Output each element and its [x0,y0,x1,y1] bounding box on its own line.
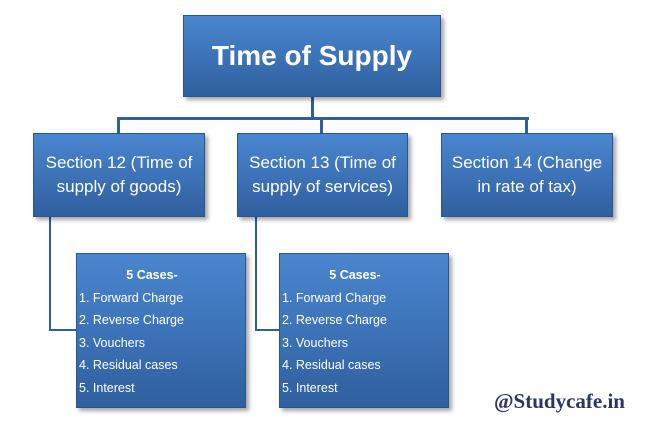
section-12-box: Section 12 (Time of supply of goods) [33,133,205,217]
cases-heading: 5 Cases- [126,268,178,282]
case-item: 2. Reverse Charge [79,313,184,327]
section-label: Section 12 (Time of supply of goods) [45,153,193,196]
case-item: 1. Forward Charge [79,290,184,305]
watermark: @Studycafe.in [494,389,625,413]
case-item: 5. Interest [79,380,135,395]
case-item: 3. Vouchers [282,335,349,350]
section-label: Section 14 (Change in rate of tax) [451,153,603,196]
section-label: Section 13 (Time of supply of services) [249,153,396,196]
time-of-supply-box: Time of Supply [183,15,441,97]
case-item: 1. Forward Charge [282,290,387,305]
section-14-box: Section 14 (Change in rate of tax) [441,133,613,217]
cases-box-goods: 5 Cases- 1. Forward Charge 2. Reverse Ch… [76,253,246,408]
title: Time of Supply [211,40,413,71]
cases-heading: 5 Cases- [329,268,381,282]
case-item: 4. Residual cases [282,358,381,372]
cases-box-services: 5 Cases- 1. Forward Charge 2. Reverse Ch… [279,253,449,408]
case-item: 3. Vouchers [79,335,146,350]
case-item: 5. Interest [282,380,338,395]
case-item: 2. Reverse Charge [282,313,387,327]
case-item: 4. Residual cases [79,358,178,372]
section-13-box: Section 13 (Time of supply of services) [237,133,408,217]
